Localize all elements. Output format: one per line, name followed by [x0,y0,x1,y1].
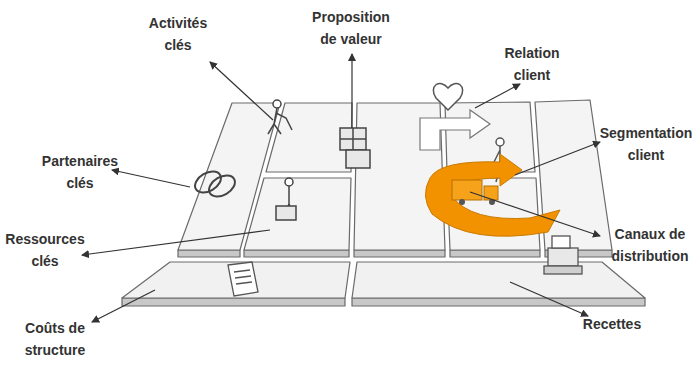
part-label: Relation client [497,42,567,86]
leader-arrows [82,54,600,322]
plate-side [122,298,345,306]
activities-plate [266,103,352,172]
document-icon [228,262,258,296]
part-label: Proposition de valeur [304,6,399,50]
part-label: Ressources clés [1,228,89,272]
resources-plate [244,178,351,250]
plate-side [450,250,540,257]
plate-side [354,250,445,257]
part-label: Activités clés [142,12,214,56]
revenue-plate [352,262,645,298]
part-label: Segmentation client [594,122,699,166]
rings-icon [191,167,238,201]
cost-plate [122,262,350,298]
part-label: Coûts de structure [18,317,93,361]
plate-side [352,298,645,306]
gift-icon [340,128,370,168]
part-label: Canaux de distribution [606,223,694,267]
part-label: Partenaires clés [36,150,124,194]
worker-figure [268,100,292,134]
distribution-arrow [425,154,560,236]
plate-side [178,250,240,257]
part-label: Recettes [567,313,657,335]
plate-side [244,250,349,257]
heart-icon [420,83,490,150]
carrier-figure [276,178,296,220]
cash-register-icon [544,236,582,274]
